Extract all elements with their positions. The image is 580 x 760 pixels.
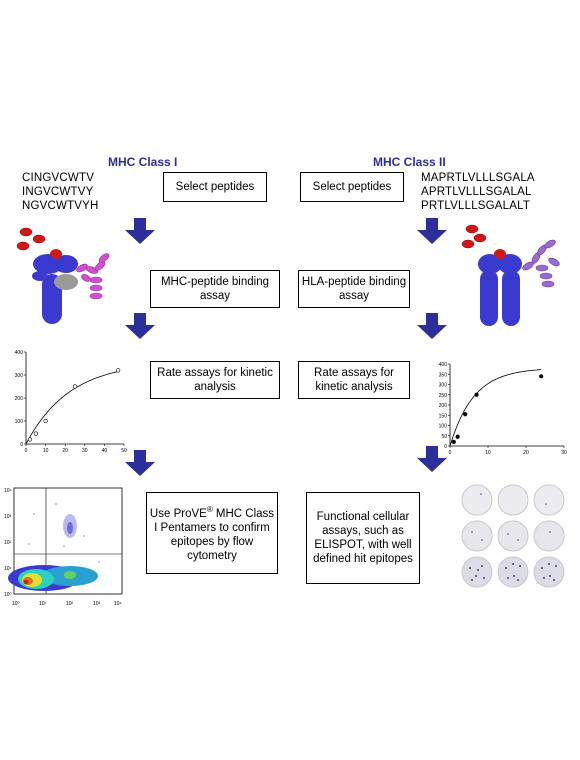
elispot-well (461, 520, 493, 552)
flow-cytometry-plot: 10⁴ 10³ 10² 10¹ 10⁰ 10⁰ 10¹ 10² 10³ 10⁴ (4, 487, 123, 607)
flow-x-tick: 10¹ (39, 601, 47, 607)
mhc-class-i-molecule-icon (16, 227, 110, 324)
y-tick-label: 200 (15, 396, 24, 402)
peptide-icon (19, 227, 33, 237)
rate-assay-box-right: Rate assays for kinetic analysis (298, 361, 410, 399)
fit-curve (25, 371, 119, 445)
mhc-class-i-title: MHC Class I (108, 155, 178, 169)
mhc-class-ii-molecule-icon (461, 224, 560, 326)
flow-x-tick: 10³ (93, 601, 101, 607)
peptide-sequence: INGVCWTVY (22, 186, 94, 198)
y-tick-label: 200 (439, 403, 448, 409)
elispot-well (533, 484, 565, 516)
x-tick-label: 20 (523, 450, 529, 456)
x-tick-label: 0 (449, 450, 452, 456)
data-point (116, 368, 121, 373)
y-tick-label: 100 (439, 424, 448, 430)
kinetic-chart-left: 0 100 200 300 400 0 10 20 30 40 50 (15, 350, 127, 454)
x-tick-label: 30 (561, 450, 567, 456)
down-arrow-icon (417, 218, 447, 244)
peptide-icon (461, 239, 475, 249)
elispot-well (533, 520, 565, 552)
data-point (474, 392, 479, 397)
flow-x-tick: 10⁴ (114, 601, 122, 607)
kinetic-chart-right: 0 50 100 150 200 250 300 350 400 0 10 20 30 (439, 362, 567, 456)
y-tick-label: 400 (15, 350, 24, 356)
rate-assay-box-left: Rate assays for kinetic analysis (150, 361, 280, 399)
peptide-icon (32, 234, 46, 244)
binding-assay-box-right: HLA-peptide binding assay (298, 270, 410, 308)
peptide-sequence: MAPRTLVLLLSGALA (421, 172, 535, 184)
y-tick-label: 300 (15, 373, 24, 379)
y-tick-label: 400 (439, 362, 448, 368)
data-point (455, 434, 460, 439)
peptide-icon (16, 241, 30, 251)
elispot-well (461, 484, 493, 516)
select-peptides-box-left: Select peptides (163, 172, 267, 202)
y-tick-label: 50 (441, 434, 447, 440)
peptide-sequence: APRTLVLLLSGALAL (421, 186, 532, 198)
class-ii-peptide-list: MAPRTLVLLLSGALA APRTLVLLLSGALAL PRTLVLLL… (421, 171, 535, 213)
peptide-icon (473, 233, 487, 243)
peptide-sequence: NGVCWTVYH (22, 200, 99, 212)
binding-assay-box-left: MHC-peptide binding assay (150, 270, 280, 308)
class-i-peptide-list: CINGVCWTV INGVCWTVY NGVCWTVYH (22, 171, 99, 213)
data-point (451, 439, 456, 444)
x-tick-label: 10 (43, 448, 49, 454)
elispot-well (497, 484, 529, 516)
x-tick-label: 30 (82, 448, 88, 454)
elispot-well (461, 556, 493, 588)
flow-x-tick: 10⁰ (12, 601, 20, 607)
pentamer-text: Use ProVE® MHC Class I Pentamers to conf… (149, 505, 275, 562)
data-point (463, 412, 468, 417)
elispot-well (497, 520, 529, 552)
flow-y-tick: 10² (4, 540, 12, 546)
pentamer-box: Use ProVE® MHC Class I Pentamers to conf… (146, 492, 278, 574)
peptide-sequence: CINGVCWTV (22, 172, 95, 184)
elispot-well-plate (461, 484, 565, 588)
x-tick-label: 40 (102, 448, 108, 454)
y-tick-label: 350 (439, 372, 448, 378)
y-tick-label: 300 (439, 383, 448, 389)
y-tick-label: 0 (20, 442, 23, 448)
x-tick-label: 0 (25, 448, 28, 454)
y-tick-label: 250 (439, 393, 448, 399)
fit-curve (449, 369, 542, 447)
down-arrow-icon (417, 313, 447, 339)
data-point (72, 384, 78, 389)
data-point (539, 374, 544, 379)
flow-y-tick: 10³ (4, 514, 12, 520)
data-point (43, 418, 48, 424)
flow-y-tick: 10¹ (4, 566, 12, 572)
down-arrow-icon (125, 218, 155, 244)
down-arrow-icon (125, 450, 155, 476)
mhc-class-ii-title: MHC Class II (373, 155, 446, 169)
peptide-icon (465, 224, 479, 234)
data-point (27, 437, 33, 442)
x-tick-label: 20 (62, 448, 68, 454)
elispot-well (497, 556, 529, 588)
y-tick-label: 0 (444, 444, 447, 450)
data-point (33, 431, 38, 436)
x-tick-label: 50 (121, 448, 127, 454)
elispot-box: Functional cellular assays, such as ELIS… (306, 492, 420, 584)
peptide-sequence: PRTLVLLLSGALALT (421, 200, 531, 212)
down-arrow-icon (125, 313, 155, 339)
x-tick-label: 10 (485, 450, 491, 456)
flow-x-tick: 10² (66, 601, 74, 607)
y-tick-label: 150 (439, 413, 448, 419)
flow-y-tick: 10⁴ (4, 488, 12, 494)
flow-y-tick: 10⁰ (4, 592, 12, 598)
down-arrow-icon (417, 446, 447, 472)
elispot-well (533, 556, 565, 588)
select-peptides-box-right: Select peptides (300, 172, 404, 202)
y-tick-label: 100 (15, 419, 24, 425)
